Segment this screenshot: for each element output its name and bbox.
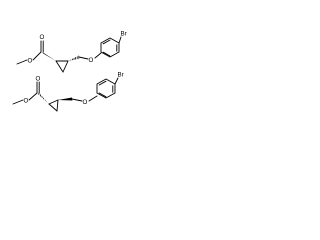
molecule-2-wedge-bond	[58, 97, 73, 101]
cyclopropane-bond-3	[56, 99, 59, 112]
cyclopropane-bond-2	[48, 103, 58, 112]
phenyl-double-bond-3	[102, 51, 111, 57]
molecule-1-wedge-bond	[42, 52, 56, 61]
ether-aryl-bond	[94, 52, 102, 59]
molecule-2	[12, 77, 119, 112]
aryl-bromine-bond	[114, 77, 119, 85]
phenyl-ring	[96, 78, 116, 99]
methyl-ester-bond	[16, 59, 28, 65]
aryl-bromine-bond	[118, 36, 122, 44]
molecule-2-ether-oxygen-label: O	[83, 99, 88, 106]
ether-aryl-bond	[88, 95, 98, 102]
molecule-2-hash-bond	[37, 92, 49, 104]
chemical-structure-diagram: O O O Br O O O Br	[12, 31, 127, 112]
molecule-2-carbonyl-oxygen-label: O	[36, 76, 41, 83]
phenyl-double-bond-1	[98, 80, 107, 86]
molecule-1-bromine-label: Br	[121, 31, 127, 38]
phenyl-double-bond-3	[98, 92, 107, 98]
cyclopropane-bond-2	[55, 60, 64, 73]
molecule-1-hash-bond	[68, 55, 80, 61]
cyclopropane-bond-3	[62, 60, 69, 73]
molecule-1	[16, 36, 122, 73]
methylene-ether-bond	[71, 98, 83, 102]
molecule-2-bromine-label: Br	[118, 72, 124, 79]
molecule-1-ether-oxygen-label: O	[89, 57, 94, 64]
molecule-2-ester-oxygen-label: O	[24, 98, 29, 105]
methyl-ester-bond	[12, 99, 24, 105]
ester-o-carbonyl-c-bond	[28, 92, 38, 101]
molecule-1-carbonyl-oxygen-label: O	[40, 34, 45, 41]
ester-o-carbonyl-c-bond	[32, 51, 42, 61]
methylene-ether-bond	[78, 56, 89, 60]
molecule-1-ester-oxygen-label: O	[28, 58, 33, 65]
phenyl-ring	[100, 37, 120, 58]
cyclopropane-bond-1	[48, 99, 59, 105]
phenyl-double-bond-1	[102, 39, 111, 45]
